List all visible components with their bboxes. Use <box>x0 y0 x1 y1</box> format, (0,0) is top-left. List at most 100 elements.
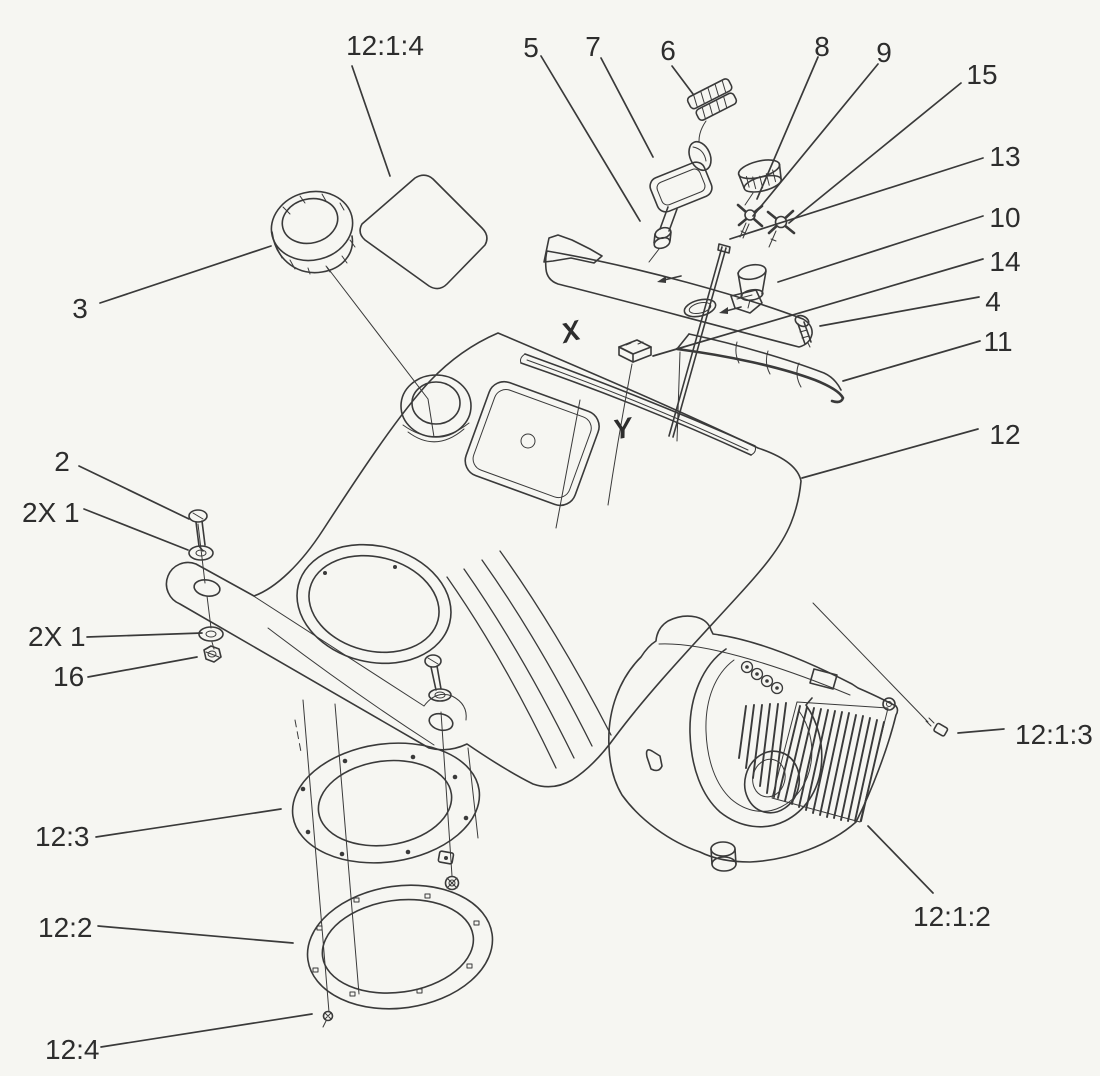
leader-9 <box>752 63 879 217</box>
diagram-line <box>740 660 754 674</box>
left-tab <box>645 749 663 772</box>
callout-label-12-1-2: 12:1:2 <box>913 901 991 932</box>
diagram-line <box>165 332 802 788</box>
diagram-line <box>321 898 475 994</box>
diagram-line <box>316 925 323 931</box>
nut-16 <box>203 645 222 663</box>
callout-label-9: 9 <box>876 37 892 68</box>
diagram-line <box>323 571 327 575</box>
diagram-line <box>607 363 633 506</box>
diagram-line <box>203 645 222 663</box>
cable-slot <box>520 353 756 456</box>
diagram-line <box>618 346 634 363</box>
diagram-line <box>291 742 481 864</box>
diagram-line <box>195 549 207 557</box>
diagram-line <box>405 849 411 855</box>
leader-2 <box>78 465 190 520</box>
washer-1-lower <box>198 626 224 642</box>
diagram-line <box>296 543 452 665</box>
diagram-line <box>737 163 782 190</box>
diagram-line <box>526 359 749 451</box>
callout-label-12-1-4: 12:1:4 <box>346 30 424 61</box>
diagram-line <box>520 433 536 449</box>
housing-foot <box>710 841 737 872</box>
diagram-line <box>281 197 339 245</box>
leader-11 <box>842 340 981 382</box>
diagram-line <box>424 654 442 668</box>
diagram-line <box>618 339 652 355</box>
diagram-line <box>717 243 731 254</box>
diagram-line <box>434 691 446 699</box>
primer-cap <box>737 159 783 206</box>
callout-label-2x1-lower: 2X 1 <box>28 621 86 652</box>
filler-neck <box>400 374 472 443</box>
diagram-line <box>192 512 204 520</box>
leader-2x1-lower <box>86 632 203 638</box>
diagram-line <box>688 333 842 391</box>
leader-12-1-2 <box>867 825 934 894</box>
diagram-line <box>326 266 435 438</box>
diagram-line <box>668 246 727 438</box>
diagram-line <box>632 346 652 363</box>
callout-label-7: 7 <box>585 31 601 62</box>
callout-label-3: 3 <box>72 293 88 324</box>
diagram-line <box>410 754 416 760</box>
diagram-line <box>444 856 448 860</box>
callout-label-13: 13 <box>989 141 1020 172</box>
diagram-line <box>473 920 480 926</box>
callout-label-16: 16 <box>53 661 84 692</box>
right-boss <box>882 697 896 711</box>
screw-4 <box>794 314 812 348</box>
diagram-line <box>472 389 592 499</box>
diagram-line <box>648 248 660 263</box>
washer-right <box>428 688 452 702</box>
callout-label-12-1-3: 12:1:3 <box>1015 719 1093 750</box>
engine-housing <box>608 615 899 872</box>
wire-connector <box>618 339 652 363</box>
diagram-line <box>738 702 787 798</box>
diagram-line <box>427 657 439 665</box>
callout-label-12: 12 <box>989 419 1020 450</box>
diagram-line <box>656 168 706 206</box>
diagram-line <box>797 321 812 345</box>
diagram-line <box>725 306 742 312</box>
leader-12-1-3 <box>957 728 1005 734</box>
panel-fin <box>543 234 603 264</box>
diagram-line <box>393 565 397 569</box>
diagram-line <box>317 759 453 847</box>
diagram-line <box>745 665 749 669</box>
diagram-line <box>198 626 224 642</box>
callout-label-12-3: 12:3 <box>35 821 90 852</box>
diagram-line <box>428 688 452 702</box>
top-tab <box>809 668 838 690</box>
diagram-line <box>444 875 460 891</box>
diagram-line <box>499 550 612 736</box>
callout-label-4: 4 <box>985 286 1001 317</box>
diagram-line <box>302 699 330 1013</box>
choke-bracket <box>730 289 763 314</box>
leader-13 <box>729 157 984 240</box>
diagram-line <box>799 329 811 348</box>
diagram-line <box>342 758 348 764</box>
diagram-line <box>402 422 470 437</box>
callout-label-11: 11 <box>983 326 1012 357</box>
diagram-line <box>463 815 469 821</box>
mark-x: X <box>556 314 586 350</box>
diagram-line <box>657 276 666 283</box>
diagram-line <box>339 851 345 857</box>
diagram-line <box>676 351 681 442</box>
diagram-line <box>306 884 494 1010</box>
brand-logo <box>740 660 784 695</box>
belt-cover-opening <box>296 543 452 665</box>
diagram-line <box>308 554 440 654</box>
diagram-line <box>653 231 672 244</box>
diagram-line <box>692 146 707 162</box>
diagram-line <box>760 674 774 688</box>
diagram-line <box>771 701 889 823</box>
callout-label-6: 6 <box>660 35 676 66</box>
choke-knob <box>737 263 767 309</box>
leader-3 <box>99 245 272 304</box>
diagram-line <box>448 879 456 887</box>
